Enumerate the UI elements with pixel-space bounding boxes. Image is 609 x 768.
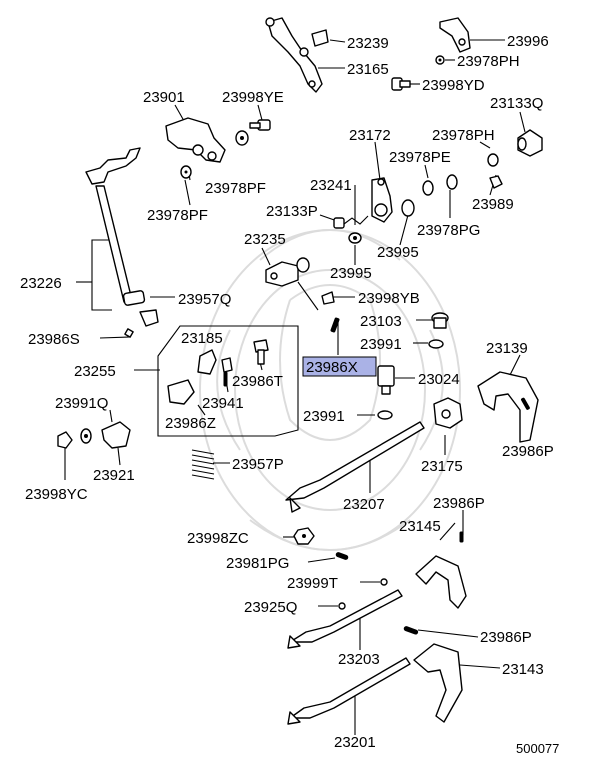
label-23172[interactable]: 23172 <box>349 127 391 144</box>
ball-parts <box>338 578 388 610</box>
spring-23957p <box>191 449 215 480</box>
label-23143[interactable]: 23143 <box>502 661 544 678</box>
label-23957p[interactable]: 23957P <box>232 456 284 473</box>
oring-23991 <box>377 410 393 420</box>
label-23999t[interactable]: 23999T <box>287 575 338 592</box>
lever-23235 <box>265 257 335 305</box>
label-23986p-a[interactable]: 23986P <box>502 443 554 460</box>
figure-code: 500077 <box>516 741 559 756</box>
label-23235[interactable]: 23235 <box>244 231 286 248</box>
label-23989[interactable]: 23989 <box>472 196 514 213</box>
fork-23143 <box>413 643 463 723</box>
label-23986x[interactable]: 23986X <box>306 359 358 376</box>
bolt-yd <box>391 77 411 91</box>
label-23901[interactable]: 23901 <box>143 89 185 106</box>
pin-23986x <box>330 317 340 333</box>
pin-23986p-lower <box>403 626 419 635</box>
part-labels: 23239 23996 23978PH 23165 23998YD 23901 … <box>20 33 559 756</box>
label-23175[interactable]: 23175 <box>421 458 463 475</box>
label-23978pf-b[interactable]: 23978PF <box>147 207 208 224</box>
label-23203[interactable]: 23203 <box>338 651 380 668</box>
group-box-23255 <box>157 325 299 437</box>
selected-part-highlight[interactable]: 23986X <box>302 356 377 377</box>
fork-23139 <box>477 371 539 443</box>
bracket-23901 <box>165 117 226 163</box>
plate-bracket-part <box>435 17 471 65</box>
label-23145[interactable]: 23145 <box>399 518 441 535</box>
shaft-23226 <box>85 147 159 338</box>
label-23024[interactable]: 23024 <box>418 371 460 388</box>
label-23978pg[interactable]: 23978PG <box>417 222 480 239</box>
washer-group-left <box>57 421 131 449</box>
label-23941[interactable]: 23941 <box>202 395 244 412</box>
watermark-emblem <box>199 229 461 551</box>
label-23165[interactable]: 23165 <box>347 61 389 78</box>
pin-23981pg <box>335 552 349 560</box>
label-23978ph-top[interactable]: 23978PH <box>457 53 520 70</box>
label-23978pf-a[interactable]: 23978PF <box>205 180 266 197</box>
label-23241[interactable]: 23241 <box>310 177 352 194</box>
label-23998yb[interactable]: 23998YB <box>358 290 420 307</box>
label-23986s[interactable]: 23986S <box>28 331 80 348</box>
washer-pf <box>180 165 192 179</box>
rod-23203 <box>287 589 403 649</box>
label-23133q[interactable]: 23133Q <box>490 95 543 112</box>
label-23255[interactable]: 23255 <box>74 363 116 380</box>
rod-23207 <box>285 421 425 513</box>
label-23978pe[interactable]: 23978PE <box>389 149 451 166</box>
sensor-23024 <box>377 365 395 395</box>
label-23998yd[interactable]: 23998YD <box>422 77 485 94</box>
label-23226[interactable]: 23226 <box>20 275 62 292</box>
label-23957q[interactable]: 23957Q <box>178 291 231 308</box>
label-23996[interactable]: 23996 <box>507 33 549 50</box>
lever-23172 <box>371 177 393 223</box>
label-23921[interactable]: 23921 <box>93 467 135 484</box>
rod-23201 <box>287 657 411 725</box>
label-23998ye[interactable]: 23998YE <box>222 89 284 106</box>
label-23995-a[interactable]: 23995 <box>377 244 419 261</box>
label-23978ph-mid[interactable]: 23978PH <box>432 127 495 144</box>
label-23995-b[interactable]: 23995 <box>330 265 372 282</box>
washers-right <box>401 153 503 217</box>
label-23986p-b[interactable]: 23986P <box>433 495 485 512</box>
label-23103[interactable]: 23103 <box>360 313 402 330</box>
leader-lines <box>64 39 529 735</box>
bracket-part <box>265 17 329 93</box>
block-23175 <box>433 397 463 429</box>
label-23991-b[interactable]: 23991 <box>303 408 345 425</box>
label-23139[interactable]: 23139 <box>486 340 528 357</box>
label-23998yc[interactable]: 23998YC <box>25 486 88 503</box>
fork-23145 <box>415 531 467 609</box>
label-23998zc[interactable]: 23998ZC <box>187 530 249 547</box>
cap-23133q <box>517 129 543 157</box>
label-23986z[interactable]: 23986Z <box>165 415 216 432</box>
nut-23998zc <box>293 527 315 545</box>
label-23981pg[interactable]: 23981PG <box>226 555 289 572</box>
label-23207[interactable]: 23207 <box>343 496 385 513</box>
label-23991q[interactable]: 23991Q <box>55 395 108 412</box>
label-23991-a[interactable]: 23991 <box>360 336 402 353</box>
label-23133p[interactable]: 23133P <box>266 203 318 220</box>
bushing-parts <box>333 215 369 244</box>
label-23986p-c[interactable]: 23986P <box>480 629 532 646</box>
label-23925q[interactable]: 23925Q <box>244 599 297 616</box>
label-23239[interactable]: 23239 <box>347 35 389 52</box>
label-23185[interactable]: 23185 <box>181 330 223 347</box>
label-23201[interactable]: 23201 <box>334 734 376 751</box>
bolt-ye <box>235 119 271 146</box>
label-23986t[interactable]: 23986T <box>232 373 283 390</box>
plug-23103 <box>428 312 449 349</box>
